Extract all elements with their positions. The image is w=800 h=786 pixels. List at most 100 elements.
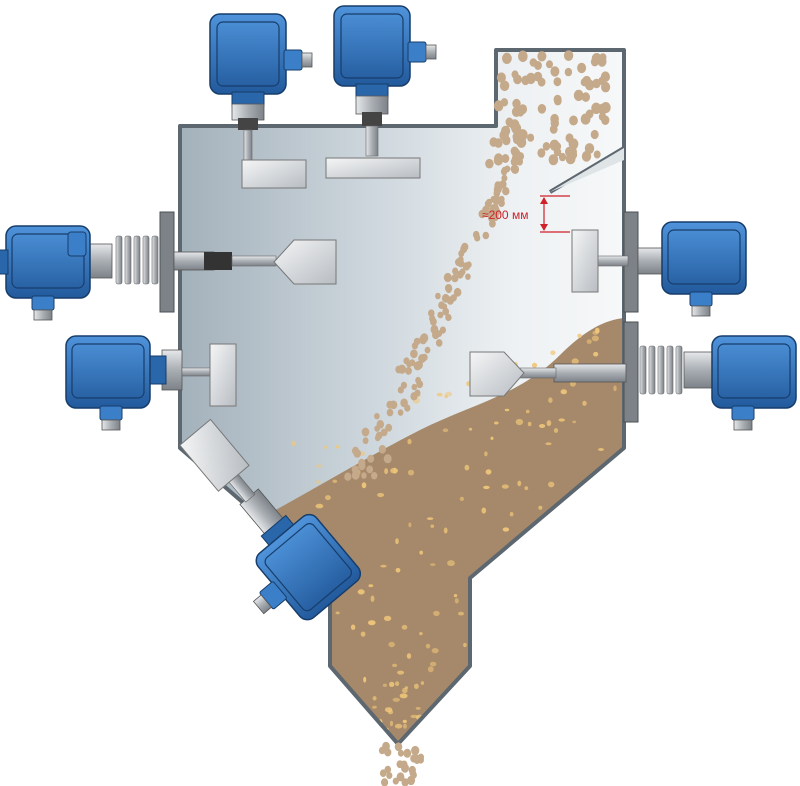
falling-particle <box>457 256 464 263</box>
granule <box>484 451 488 457</box>
falling-particle <box>537 51 547 62</box>
granule <box>383 615 392 622</box>
level-sensor-left-upper <box>0 211 337 321</box>
falling-particle <box>352 446 359 455</box>
falling-particle <box>418 354 426 363</box>
granule <box>323 445 328 449</box>
falling-particle <box>502 52 512 64</box>
falling-particle <box>494 181 502 190</box>
falling-particle <box>553 77 562 87</box>
falling-particle <box>582 75 592 87</box>
granule <box>548 481 555 488</box>
falling-particle <box>493 155 503 166</box>
falling-particle <box>445 313 452 322</box>
falling-particle <box>386 772 393 779</box>
level-sensor-left-lower <box>65 335 237 431</box>
granule <box>359 451 366 456</box>
falling-particle <box>502 135 511 146</box>
falling-particle <box>549 139 560 151</box>
falling-particle <box>361 427 370 437</box>
falling-particle <box>590 129 599 140</box>
granule <box>332 479 338 483</box>
falling-particle <box>383 454 392 464</box>
granule <box>509 512 514 517</box>
level-sensor-cone-angled <box>179 418 362 621</box>
falling-particle <box>553 94 562 105</box>
granule <box>494 421 499 425</box>
falling-particle <box>491 213 499 222</box>
granule <box>414 683 419 689</box>
falling-particle <box>401 778 409 786</box>
granule <box>582 400 587 406</box>
falling-particle <box>511 106 521 117</box>
falling-particle <box>600 71 611 82</box>
granule <box>515 418 524 426</box>
falling-particle <box>599 53 607 62</box>
granule <box>553 428 559 433</box>
granule <box>401 624 408 630</box>
granule <box>527 421 532 427</box>
falling-particle <box>367 454 375 463</box>
granule <box>399 693 408 699</box>
granule <box>429 661 437 667</box>
bulk-granules <box>291 327 617 732</box>
falling-particle <box>542 142 551 151</box>
falling-particle <box>424 346 431 354</box>
rotating-paddle-icon <box>273 239 337 285</box>
granule <box>427 666 434 673</box>
falling-particle <box>420 333 429 343</box>
falling-particle <box>482 231 490 240</box>
granule <box>502 527 510 532</box>
granule <box>368 584 374 588</box>
sensor-housing-icon <box>0 225 91 321</box>
granule <box>485 469 492 475</box>
granule <box>388 641 396 648</box>
granule <box>368 620 376 626</box>
falling-particle <box>397 749 404 757</box>
granule <box>315 503 324 509</box>
rotating-paddle-icon <box>325 157 421 179</box>
granule <box>524 486 529 491</box>
falling-particle <box>493 100 504 112</box>
falling-particle <box>428 309 435 318</box>
level-sensor-top-center <box>325 5 437 179</box>
silo <box>178 48 626 746</box>
granule <box>504 408 510 412</box>
falling-particle <box>563 50 574 61</box>
falling-particle <box>558 152 567 162</box>
falling-particle <box>397 409 404 416</box>
granule <box>571 358 579 365</box>
falling-particle <box>378 746 386 755</box>
granule <box>406 653 412 659</box>
falling-particle <box>452 267 459 275</box>
falling-particle <box>384 765 392 774</box>
falling-particle <box>493 195 501 204</box>
sensor-housing-icon <box>209 13 313 107</box>
granule <box>453 594 458 598</box>
sensor-housing-icon <box>252 513 362 621</box>
granule <box>560 389 567 395</box>
falling-particle <box>590 57 599 67</box>
falling-particle <box>565 146 574 157</box>
falling-particle <box>386 400 394 409</box>
granule <box>546 420 552 427</box>
falling-particle <box>385 423 393 432</box>
granule <box>525 409 530 414</box>
granule <box>548 397 553 404</box>
granule <box>430 563 436 566</box>
falling-particle <box>513 74 522 85</box>
falling-particle <box>568 138 579 150</box>
falling-particle <box>485 158 494 169</box>
falling-particle <box>456 270 464 279</box>
falling-particle <box>379 769 387 777</box>
falling-particle <box>550 113 559 124</box>
granule <box>426 517 434 520</box>
falling-particle <box>411 383 418 391</box>
falling-particle <box>500 168 508 176</box>
granule <box>420 681 424 685</box>
granule <box>372 696 377 701</box>
falling-particle <box>413 754 421 764</box>
granule <box>436 392 443 397</box>
granule <box>325 495 331 501</box>
